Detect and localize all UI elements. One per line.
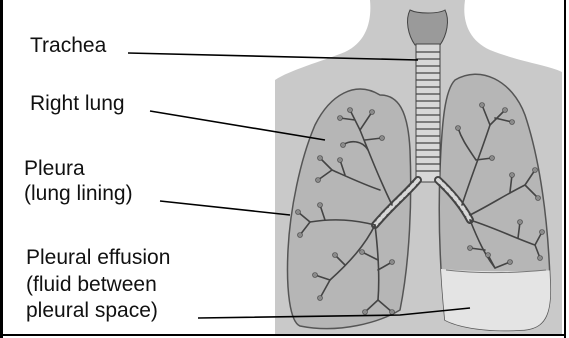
label-fluid-between: (fluid between: [26, 273, 157, 297]
label-pleura-lining: (lung lining): [24, 182, 133, 206]
larynx: [408, 10, 448, 45]
label-trachea: Trachea: [30, 34, 106, 58]
frame-border-bottom: [0, 334, 566, 336]
frame-border-right: [564, 0, 566, 338]
trachea-tube: [416, 44, 440, 182]
pleura-leader-line: [160, 201, 290, 215]
label-right-lung: Right lung: [30, 92, 125, 116]
label-pleura: Pleura: [24, 157, 85, 181]
frame-border-left: [0, 0, 3, 338]
label-pleural-effusion: Pleural effusion: [26, 246, 170, 270]
label-pleural-space: pleural space): [26, 299, 158, 323]
